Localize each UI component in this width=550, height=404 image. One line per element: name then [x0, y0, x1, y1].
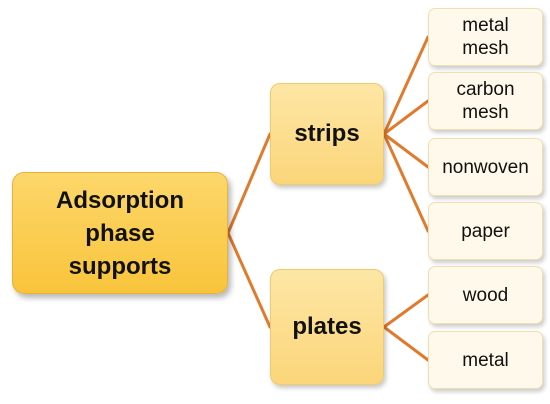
leaf-node-label: wood — [462, 284, 509, 306]
leaf-node-label: metal mesh — [462, 15, 509, 59]
connector-root-strips — [226, 132, 272, 235]
connector-plates-wood — [382, 293, 430, 329]
branch-node-strips: strips — [270, 83, 384, 185]
leaf-node-nonwoven: nonwoven — [428, 138, 543, 196]
leaf-node-label: paper — [461, 220, 510, 242]
connector-strips-paper — [382, 132, 430, 233]
root-node-label: Adsorption phase supports — [56, 186, 184, 280]
connector-strips-carbon-mesh — [382, 99, 430, 136]
leaf-node-label: nonwoven — [442, 156, 529, 178]
branch-node-label: strips — [294, 120, 360, 147]
leaf-node-metal-mesh: metal mesh — [428, 8, 543, 66]
connector-strips-metal-mesh — [382, 35, 430, 136]
leaf-node-label: metal — [462, 349, 509, 371]
leaf-node-wood: wood — [428, 266, 543, 324]
leaf-node-paper: paper — [428, 202, 543, 260]
leaf-node-metal: metal — [428, 331, 543, 389]
root-node-adsorption-phase-supports: Adsorption phase supports — [12, 172, 228, 294]
connector-root-plates — [226, 231, 272, 329]
connector-plates-metal — [382, 325, 430, 362]
branch-node-label: plates — [292, 313, 362, 340]
leaf-node-label: carbon mesh — [456, 79, 515, 123]
branch-node-plates: plates — [270, 269, 384, 385]
connector-strips-nonwoven — [382, 132, 430, 169]
leaf-node-carbon-mesh: carbon mesh — [428, 72, 543, 130]
